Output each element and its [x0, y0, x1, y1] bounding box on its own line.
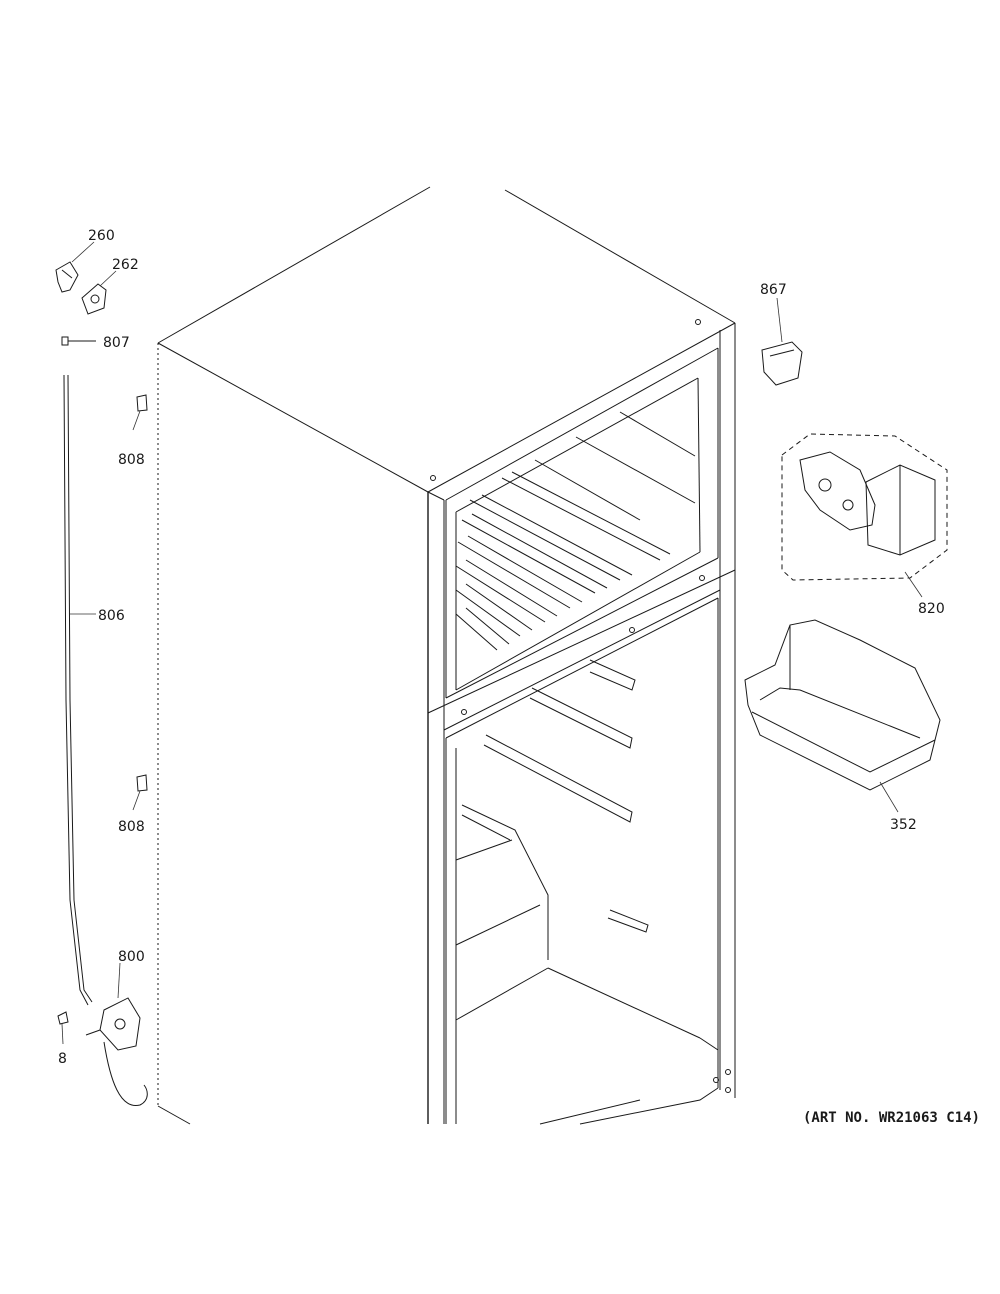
part-807-screw: [61, 336, 96, 346]
leader-lines: [61, 241, 923, 1045]
part-8-screw: [57, 1011, 69, 1025]
callout-260: 260: [88, 228, 115, 244]
refrigerator-cabinet: [157, 186, 736, 1125]
part-808-clip-upper: [136, 394, 148, 412]
callout-8: 8: [58, 1051, 67, 1067]
art-number: (ART NO. WR21063 C14): [802, 1110, 980, 1126]
callout-806: 806: [98, 608, 125, 624]
callout-labels: 260 262 807 808 806 808 800 8 867 820 35…: [58, 228, 945, 1067]
callout-800: 800: [118, 949, 145, 965]
part-352-ice-bucket: [744, 619, 941, 791]
part-260-hinge-cover: [55, 261, 79, 293]
callout-808-upper: 808: [118, 452, 145, 468]
callout-807: 807: [103, 335, 130, 351]
part-262-hinge: [81, 283, 107, 315]
callout-820: 820: [918, 601, 945, 617]
callout-262: 262: [112, 257, 139, 273]
part-867-bracket: [761, 341, 803, 386]
part-806-tube: [63, 374, 93, 1006]
part-800-valve: [85, 997, 148, 1106]
part-808-clip-lower: [136, 774, 148, 792]
callout-867: 867: [760, 282, 787, 298]
callout-352: 352: [890, 817, 917, 833]
callout-808-lower: 808: [118, 819, 145, 835]
part-820-ice-maker-kit: [781, 433, 948, 581]
